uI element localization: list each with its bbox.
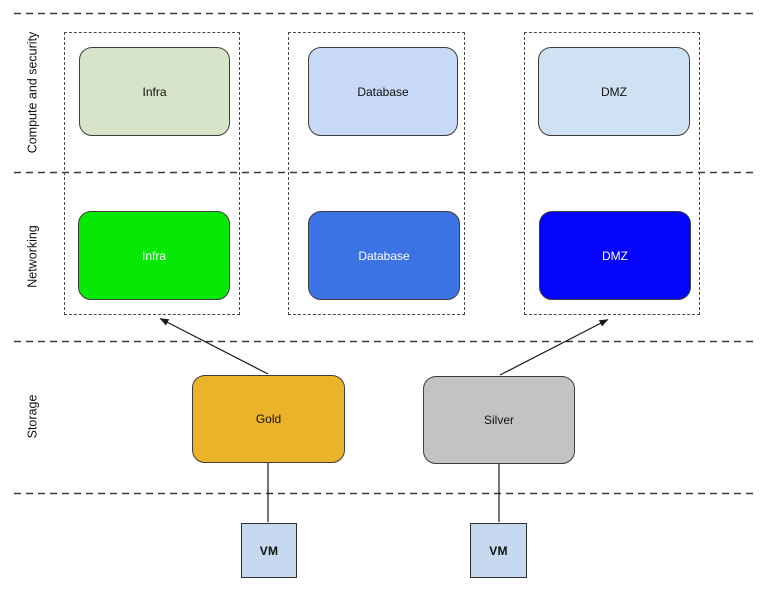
node-compute-dmz: DMZ	[538, 47, 690, 136]
edge-gold-to-networking-infra	[159, 317, 269, 375]
node-networking-dmz: DMZ	[539, 211, 691, 300]
group-rect-infra-column	[64, 32, 240, 315]
group-rect-database-column	[288, 32, 465, 315]
lane-label-compute-and-security: Compute and security	[25, 31, 40, 154]
lane-label-networking: Networking	[25, 225, 40, 288]
node-networking-infra: Infra	[78, 211, 230, 300]
edge-silver-to-networking-dmz	[499, 318, 609, 376]
node-vm-2: VM	[470, 523, 527, 578]
node-compute-infra: Infra	[79, 47, 230, 136]
group-rect-dmz-column	[524, 32, 700, 315]
node-networking-database: Database	[308, 211, 460, 300]
node-storage-silver: Silver	[423, 376, 575, 464]
node-compute-database: Database	[308, 47, 458, 136]
node-vm-1: VM	[241, 523, 297, 578]
node-storage-gold: Gold	[192, 375, 345, 463]
lane-label-storage: Storage	[25, 394, 40, 439]
